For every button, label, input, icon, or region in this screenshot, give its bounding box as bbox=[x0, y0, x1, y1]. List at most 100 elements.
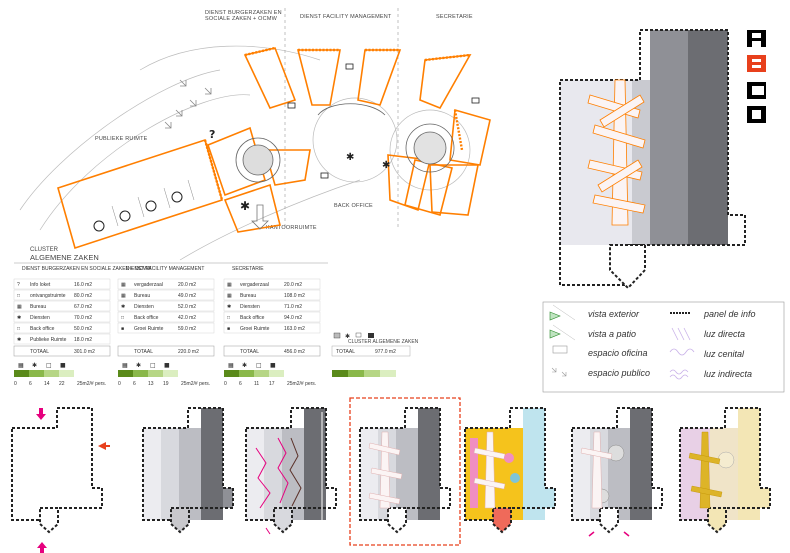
scale-segment bbox=[163, 370, 178, 377]
scale-icon: ✱ bbox=[32, 362, 37, 369]
row-value: 42.0 m2 bbox=[178, 315, 196, 321]
diagram-4-selected bbox=[349, 397, 461, 546]
table-header: DIENST BURGERZAKEN EN SOCIALE ZAKEN + OC… bbox=[22, 266, 152, 272]
legend-luz-directa: luz directa bbox=[704, 329, 745, 339]
row-name: vergaderzaal bbox=[240, 282, 269, 288]
back-office-label: BACK OFFICE bbox=[334, 203, 373, 209]
row-icon: ▦ bbox=[121, 293, 126, 299]
row-name: Groei Ruimte bbox=[240, 326, 270, 332]
dept-secretarie-header: SECRETARIE bbox=[436, 14, 473, 20]
scale-segment bbox=[254, 370, 269, 377]
scale-segment bbox=[148, 370, 163, 377]
row-value: 70.0 m2 bbox=[74, 315, 92, 321]
table-row bbox=[117, 278, 215, 290]
scale-tick-label: 22 bbox=[59, 381, 65, 387]
row-icon: ■ bbox=[121, 326, 124, 332]
scale-icon: ■ bbox=[60, 362, 66, 369]
scale-icon: ▦ bbox=[18, 362, 24, 369]
table-row bbox=[117, 311, 215, 323]
info-counter-wing bbox=[57, 138, 224, 250]
row-value: 16.0 m2 bbox=[74, 282, 92, 288]
row-value: 20.0 m2 bbox=[178, 282, 196, 288]
vista-exterior-icon bbox=[549, 304, 576, 321]
row-name: Back office bbox=[240, 315, 265, 321]
cluster-area-tables: CLUSTER ALGEMENE ZAKEN DIENST BURGERZAKE… bbox=[13, 247, 419, 387]
scale-tick-label: 25m2/# pers. bbox=[181, 381, 210, 387]
scale-segment bbox=[118, 370, 133, 377]
scale-segment bbox=[269, 370, 284, 377]
row-name: Diensten bbox=[240, 304, 260, 310]
scale-icon: ✱ bbox=[242, 362, 247, 369]
row-name: Back office bbox=[30, 326, 55, 332]
row-value: 18.0 m2 bbox=[74, 337, 92, 343]
scale-tick-label: 25m2/# pers. bbox=[77, 381, 106, 387]
row-value: 50.0 m2 bbox=[74, 326, 92, 332]
espacio-oficina-icon bbox=[552, 345, 568, 354]
row-name: Publieke Ruimte bbox=[30, 337, 67, 343]
cluster-total-scale bbox=[332, 370, 396, 377]
row-icon: ✱ bbox=[17, 337, 21, 343]
diagram-6-patios bbox=[571, 407, 663, 537]
scale-segment bbox=[59, 370, 74, 377]
row-icon: □ bbox=[121, 315, 124, 321]
area-table-0: DIENST BURGERZAKEN EN SOCIALE ZAKEN + OC… bbox=[13, 266, 152, 387]
legend-espacio-oficina: espacio oficina bbox=[588, 348, 648, 358]
variant-c-button[interactable] bbox=[747, 82, 766, 99]
svg-text:✱: ✱ bbox=[382, 160, 390, 171]
variant-d-button[interactable] bbox=[747, 106, 766, 123]
table-row bbox=[223, 300, 321, 312]
row-name: vergaderzaal bbox=[134, 282, 163, 288]
scale-tick-label: 0 bbox=[224, 381, 227, 387]
row-name: Back office bbox=[134, 315, 159, 321]
row-value: 80.0 m2 bbox=[74, 293, 92, 299]
scale-icon: □ bbox=[256, 362, 262, 369]
table-header: DIENST FACILITY MANAGEMENT bbox=[126, 266, 204, 272]
scale-tick-label: 14 bbox=[44, 381, 50, 387]
cluster-total-value: 977.0 m2 bbox=[375, 349, 396, 355]
row-icon: ✱ bbox=[121, 304, 125, 310]
scale-icon: ▦ bbox=[122, 362, 128, 369]
table-row bbox=[13, 333, 111, 345]
luz-directa-icon bbox=[671, 327, 691, 341]
scale-segment bbox=[239, 370, 254, 377]
row-value: 59.0 m2 bbox=[178, 326, 196, 332]
row-name: Groei Ruimte bbox=[134, 326, 164, 332]
row-value: 71.0 m2 bbox=[284, 304, 302, 310]
row-name: Bureau bbox=[240, 293, 256, 299]
plan-symbols: ? ✱ ✱ ✱ bbox=[209, 63, 480, 213]
dept-facility-header: DIENST FACILITY MANAGEMENT bbox=[300, 14, 392, 20]
office-rooms bbox=[206, 46, 491, 233]
diagram-2-gradient bbox=[142, 407, 234, 533]
scale-segment bbox=[29, 370, 44, 377]
variant-selector[interactable] bbox=[747, 30, 766, 123]
area-table-1: DIENST FACILITY MANAGEMENT ▦ vergaderzaal 2… bbox=[117, 266, 215, 387]
row-value: 67.0 m2 bbox=[74, 304, 92, 310]
variant-a-button[interactable] bbox=[747, 30, 766, 47]
scale-icon: □ bbox=[150, 362, 156, 369]
scale-tick-label: 11 bbox=[254, 381, 259, 387]
total-label: TOTAAL bbox=[134, 349, 153, 355]
legend-vista-exterior: vista exterior bbox=[588, 309, 640, 319]
scale-icon: ✱ bbox=[136, 362, 141, 369]
row-icon: □ bbox=[227, 315, 230, 321]
table-row bbox=[13, 289, 111, 301]
scale-tick-label: 0 bbox=[118, 381, 121, 387]
row-name: Bureau bbox=[30, 304, 46, 310]
luz-cenital-icon bbox=[669, 348, 695, 356]
variant-b-button[interactable] bbox=[747, 55, 766, 72]
scale-tick-label: 19 bbox=[163, 381, 169, 387]
scale-tick-label: 17 bbox=[269, 381, 275, 387]
cluster-label: CLUSTER bbox=[30, 247, 59, 253]
svg-text:✱: ✱ bbox=[346, 152, 354, 163]
legend-espacio-publico: espacio publico bbox=[588, 368, 650, 378]
table-row bbox=[13, 278, 111, 290]
row-icon: □ bbox=[17, 326, 20, 332]
row-icon: ■ bbox=[227, 326, 230, 332]
scale-tick-label: 6 bbox=[133, 381, 136, 387]
diagram-1-base bbox=[11, 407, 110, 553]
publieke-ruimte-label: PUBLIEKE RUIMTE bbox=[95, 136, 148, 142]
